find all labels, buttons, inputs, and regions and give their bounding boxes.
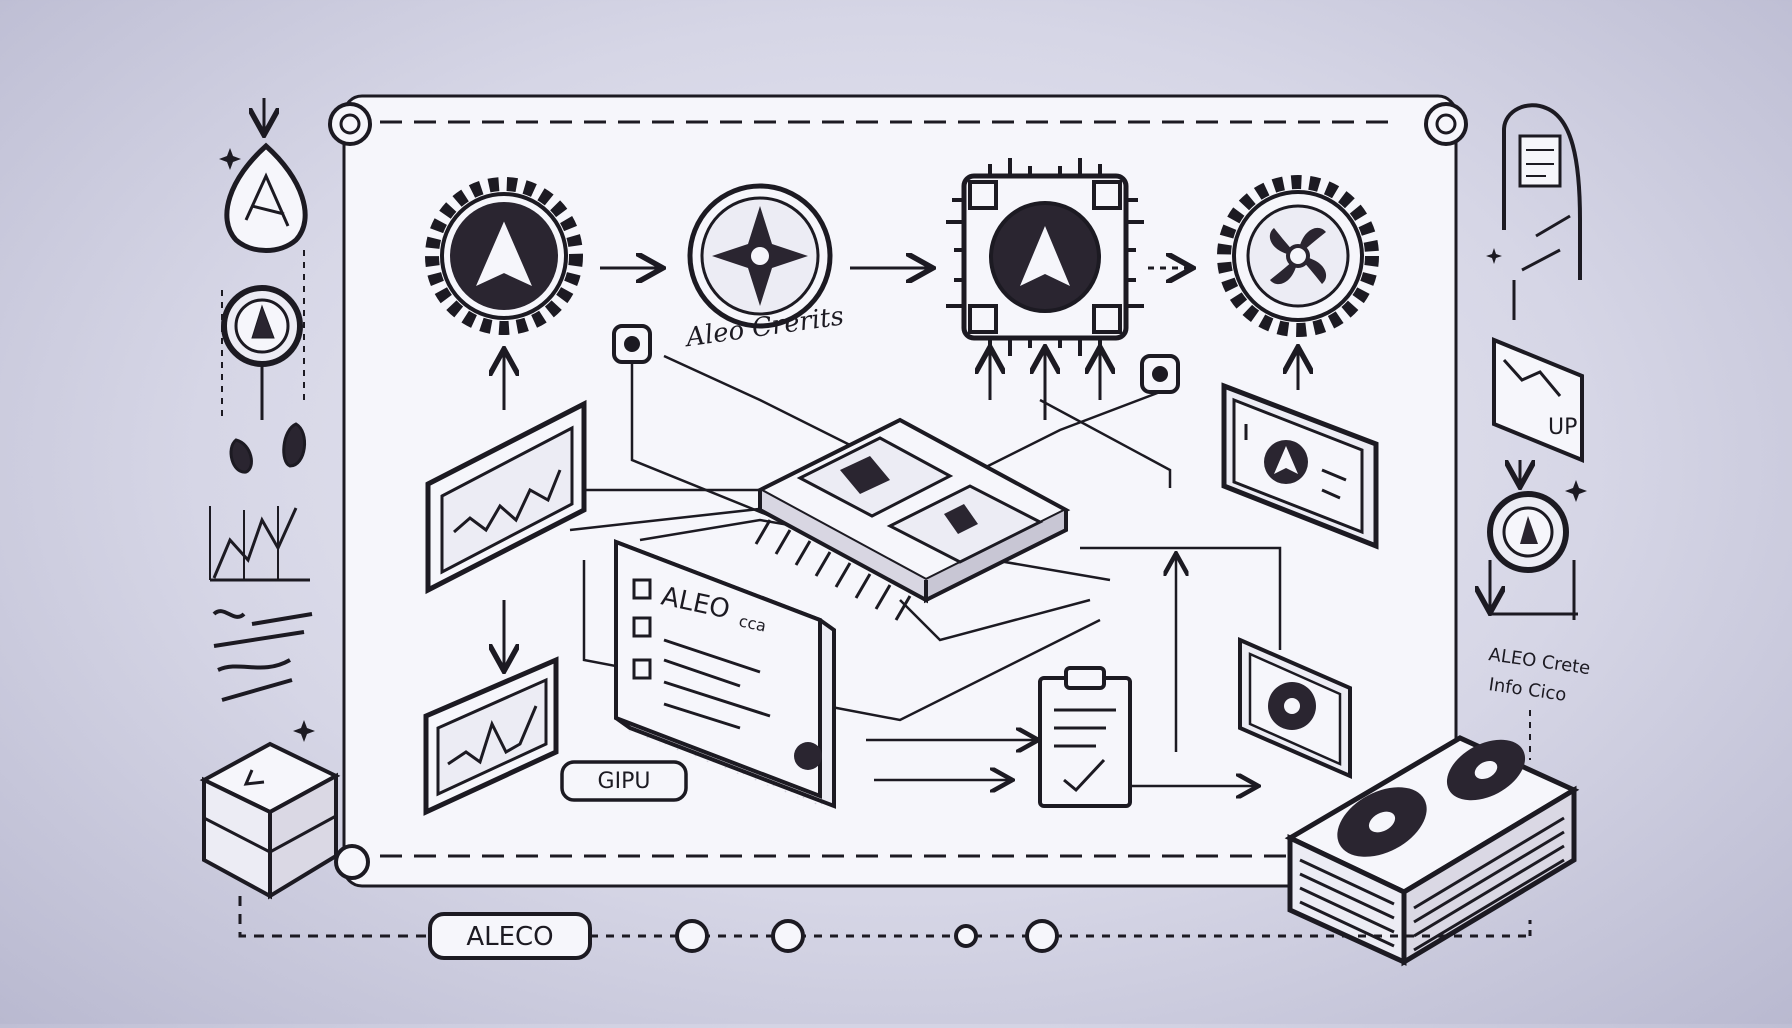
sparkle-decor [219,148,1587,742]
right-note-line1: ALEO Crete [1487,644,1591,679]
bottom-connector: ALECO [238,896,1532,960]
large-gpu [1284,735,1580,967]
aleo-logo-icon [476,221,532,287]
aleo-info-card: ALEO cca [614,539,836,810]
gpu-card-node [1238,636,1352,780]
monitor-chart-top [425,399,587,595]
chip-node [946,158,1144,356]
aleo-logo-icon [794,742,822,770]
clipboard-node [1038,666,1132,808]
fan-gear-node [1217,175,1379,337]
clipboard-icon [1064,666,1106,690]
logo-display-card [1221,382,1379,550]
box-node [199,741,341,900]
compass-star-node [687,183,833,329]
camera-node-right [1140,354,1180,394]
monitor-chart-icon [453,469,562,534]
panel-pin-top-right [1424,102,1468,146]
aleo-gear-node [425,177,583,335]
bottom-badge-text: ALECO [466,922,553,952]
central-chip-board [754,417,1071,621]
camera-node-left [612,324,652,364]
fan-icon [1269,227,1327,285]
left-sidebar [209,98,313,702]
right-sidebar: UP ALEO Crete Info Cico [1487,103,1592,760]
chip-icon [1020,226,1070,286]
monitor-chart-bottom [423,656,559,816]
panel-pin-bottom-left [334,844,370,880]
panel-pin-top-left [328,102,372,146]
right-note-line2: Info Cico [1487,674,1567,706]
right-card-text: UP [1548,415,1577,440]
aleo-logo-icon [224,142,308,253]
gpu-label-text: GIPU [598,769,651,794]
gpu-label-box: GIPU [560,760,688,802]
